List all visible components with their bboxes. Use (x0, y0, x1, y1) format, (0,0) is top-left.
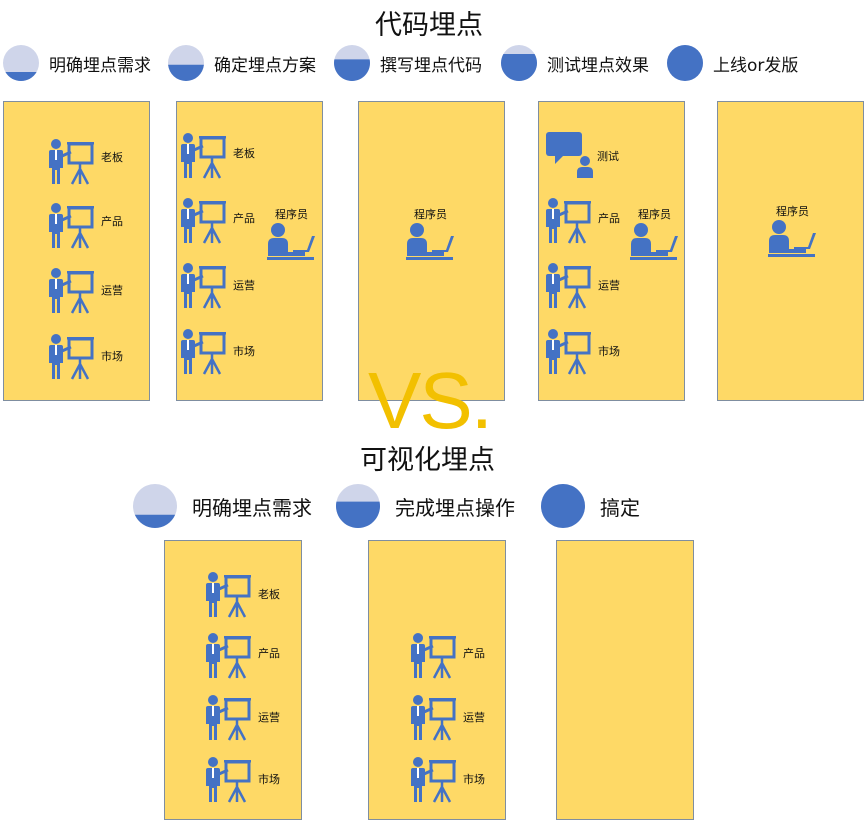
presenter-icon (545, 328, 595, 376)
code-step-5: 上线or发版 (666, 44, 798, 82)
code-panel-3 (358, 101, 505, 401)
presenter-role: 老板 (48, 138, 123, 186)
step-label: 搞定 (600, 495, 640, 520)
role-label: 市场 (233, 345, 255, 358)
presenter-role: 运营 (545, 262, 620, 310)
code-tracking-title: 代码埋点 (375, 10, 483, 41)
progress-circle-icon (2, 44, 40, 82)
presenter-icon (205, 571, 255, 619)
presenter-role: 运营 (205, 694, 280, 742)
presenter-role: 产品 (48, 202, 123, 250)
presenter-icon (180, 132, 230, 180)
presenter-icon (48, 267, 98, 315)
visual-panel-3 (556, 540, 694, 820)
presenter-role: 产品 (205, 632, 280, 680)
presenter-icon (545, 262, 595, 310)
step-label: 撰写埋点代码 (380, 55, 482, 76)
programmer-icon (768, 219, 818, 259)
presenter-role: 产品 (180, 197, 255, 245)
vs-text: VS. (368, 356, 493, 445)
programmer-label: 程序员 (414, 208, 447, 221)
role-label: 市场 (101, 350, 123, 363)
visual-panel-2 (368, 540, 506, 820)
visual-step-1: 明确埋点需求 (132, 483, 312, 529)
visual-panel-1 (164, 540, 302, 820)
presenter-role: 运营 (180, 262, 255, 310)
tester-label: 测试 (597, 150, 619, 163)
step-label: 上线or发版 (713, 55, 799, 76)
role-label: 产品 (598, 212, 620, 225)
presenter-role: 运营 (48, 267, 123, 315)
code-step-2: 确定埋点方案 (167, 44, 316, 82)
step-label: 明确埋点需求 (49, 55, 151, 76)
code-step-3: 撰写埋点代码 (333, 44, 482, 82)
presenter-icon (48, 333, 98, 381)
visual-step-2: 完成埋点操作 (335, 483, 515, 529)
presenter-role: 老板 (180, 132, 255, 180)
role-label: 市场 (258, 773, 280, 786)
presenter-role: 市场 (180, 328, 255, 376)
role-label: 市场 (463, 773, 485, 786)
tester-chat-icon (545, 130, 595, 180)
role-label: 运营 (233, 279, 255, 292)
presenter-icon (48, 138, 98, 186)
programmer-label: 程序员 (638, 208, 671, 221)
presenter-icon (180, 328, 230, 376)
visual-step-3: 搞定 (540, 483, 640, 529)
step-label: 测试埋点效果 (547, 55, 649, 76)
progress-circle-icon (666, 44, 704, 82)
presenter-icon (48, 202, 98, 250)
presenter-role: 产品 (545, 197, 620, 245)
presenter-icon (205, 632, 255, 680)
presenter-role: 产品 (410, 632, 485, 680)
progress-circle-icon (335, 483, 381, 529)
code-step-1: 明确埋点需求 (2, 44, 151, 82)
presenter-role: 市场 (410, 756, 485, 804)
role-label: 老板 (258, 588, 280, 601)
step-label: 确定埋点方案 (214, 55, 316, 76)
progress-circle-icon (333, 44, 371, 82)
presenter-role: 老板 (205, 571, 280, 619)
code-step-4: 测试埋点效果 (500, 44, 649, 82)
presenter-icon (410, 632, 460, 680)
presenter-role: 市场 (205, 756, 280, 804)
role-label: 产品 (233, 212, 255, 225)
code-panel-1 (3, 101, 150, 401)
presenter-role: 市场 (48, 333, 123, 381)
presenter-icon (410, 756, 460, 804)
presenter-icon (205, 756, 255, 804)
programmer-label: 程序员 (275, 208, 308, 221)
role-label: 产品 (258, 647, 280, 660)
role-label: 产品 (463, 647, 485, 660)
presenter-icon (205, 694, 255, 742)
presenter-icon (180, 197, 230, 245)
progress-circle-icon (132, 483, 178, 529)
presenter-icon (180, 262, 230, 310)
visual-tracking-title: 可视化埋点 (360, 445, 495, 476)
step-label: 完成埋点操作 (395, 495, 515, 520)
step-label: 明确埋点需求 (192, 495, 312, 520)
programmer-label: 程序员 (776, 205, 809, 218)
programmer-icon (406, 222, 456, 262)
progress-circle-icon (500, 44, 538, 82)
programmer-icon (630, 222, 680, 262)
role-label: 运营 (463, 711, 485, 724)
role-label: 运营 (258, 711, 280, 724)
role-label: 运营 (101, 284, 123, 297)
presenter-role: 运营 (410, 694, 485, 742)
presenter-icon (410, 694, 460, 742)
role-label: 运营 (598, 279, 620, 292)
role-label: 老板 (233, 147, 255, 160)
role-label: 产品 (101, 215, 123, 228)
presenter-icon (545, 197, 595, 245)
role-label: 老板 (101, 151, 123, 164)
programmer-icon (267, 222, 317, 262)
progress-circle-icon (167, 44, 205, 82)
role-label: 市场 (598, 345, 620, 358)
progress-circle-icon (540, 483, 586, 529)
presenter-role: 市场 (545, 328, 620, 376)
